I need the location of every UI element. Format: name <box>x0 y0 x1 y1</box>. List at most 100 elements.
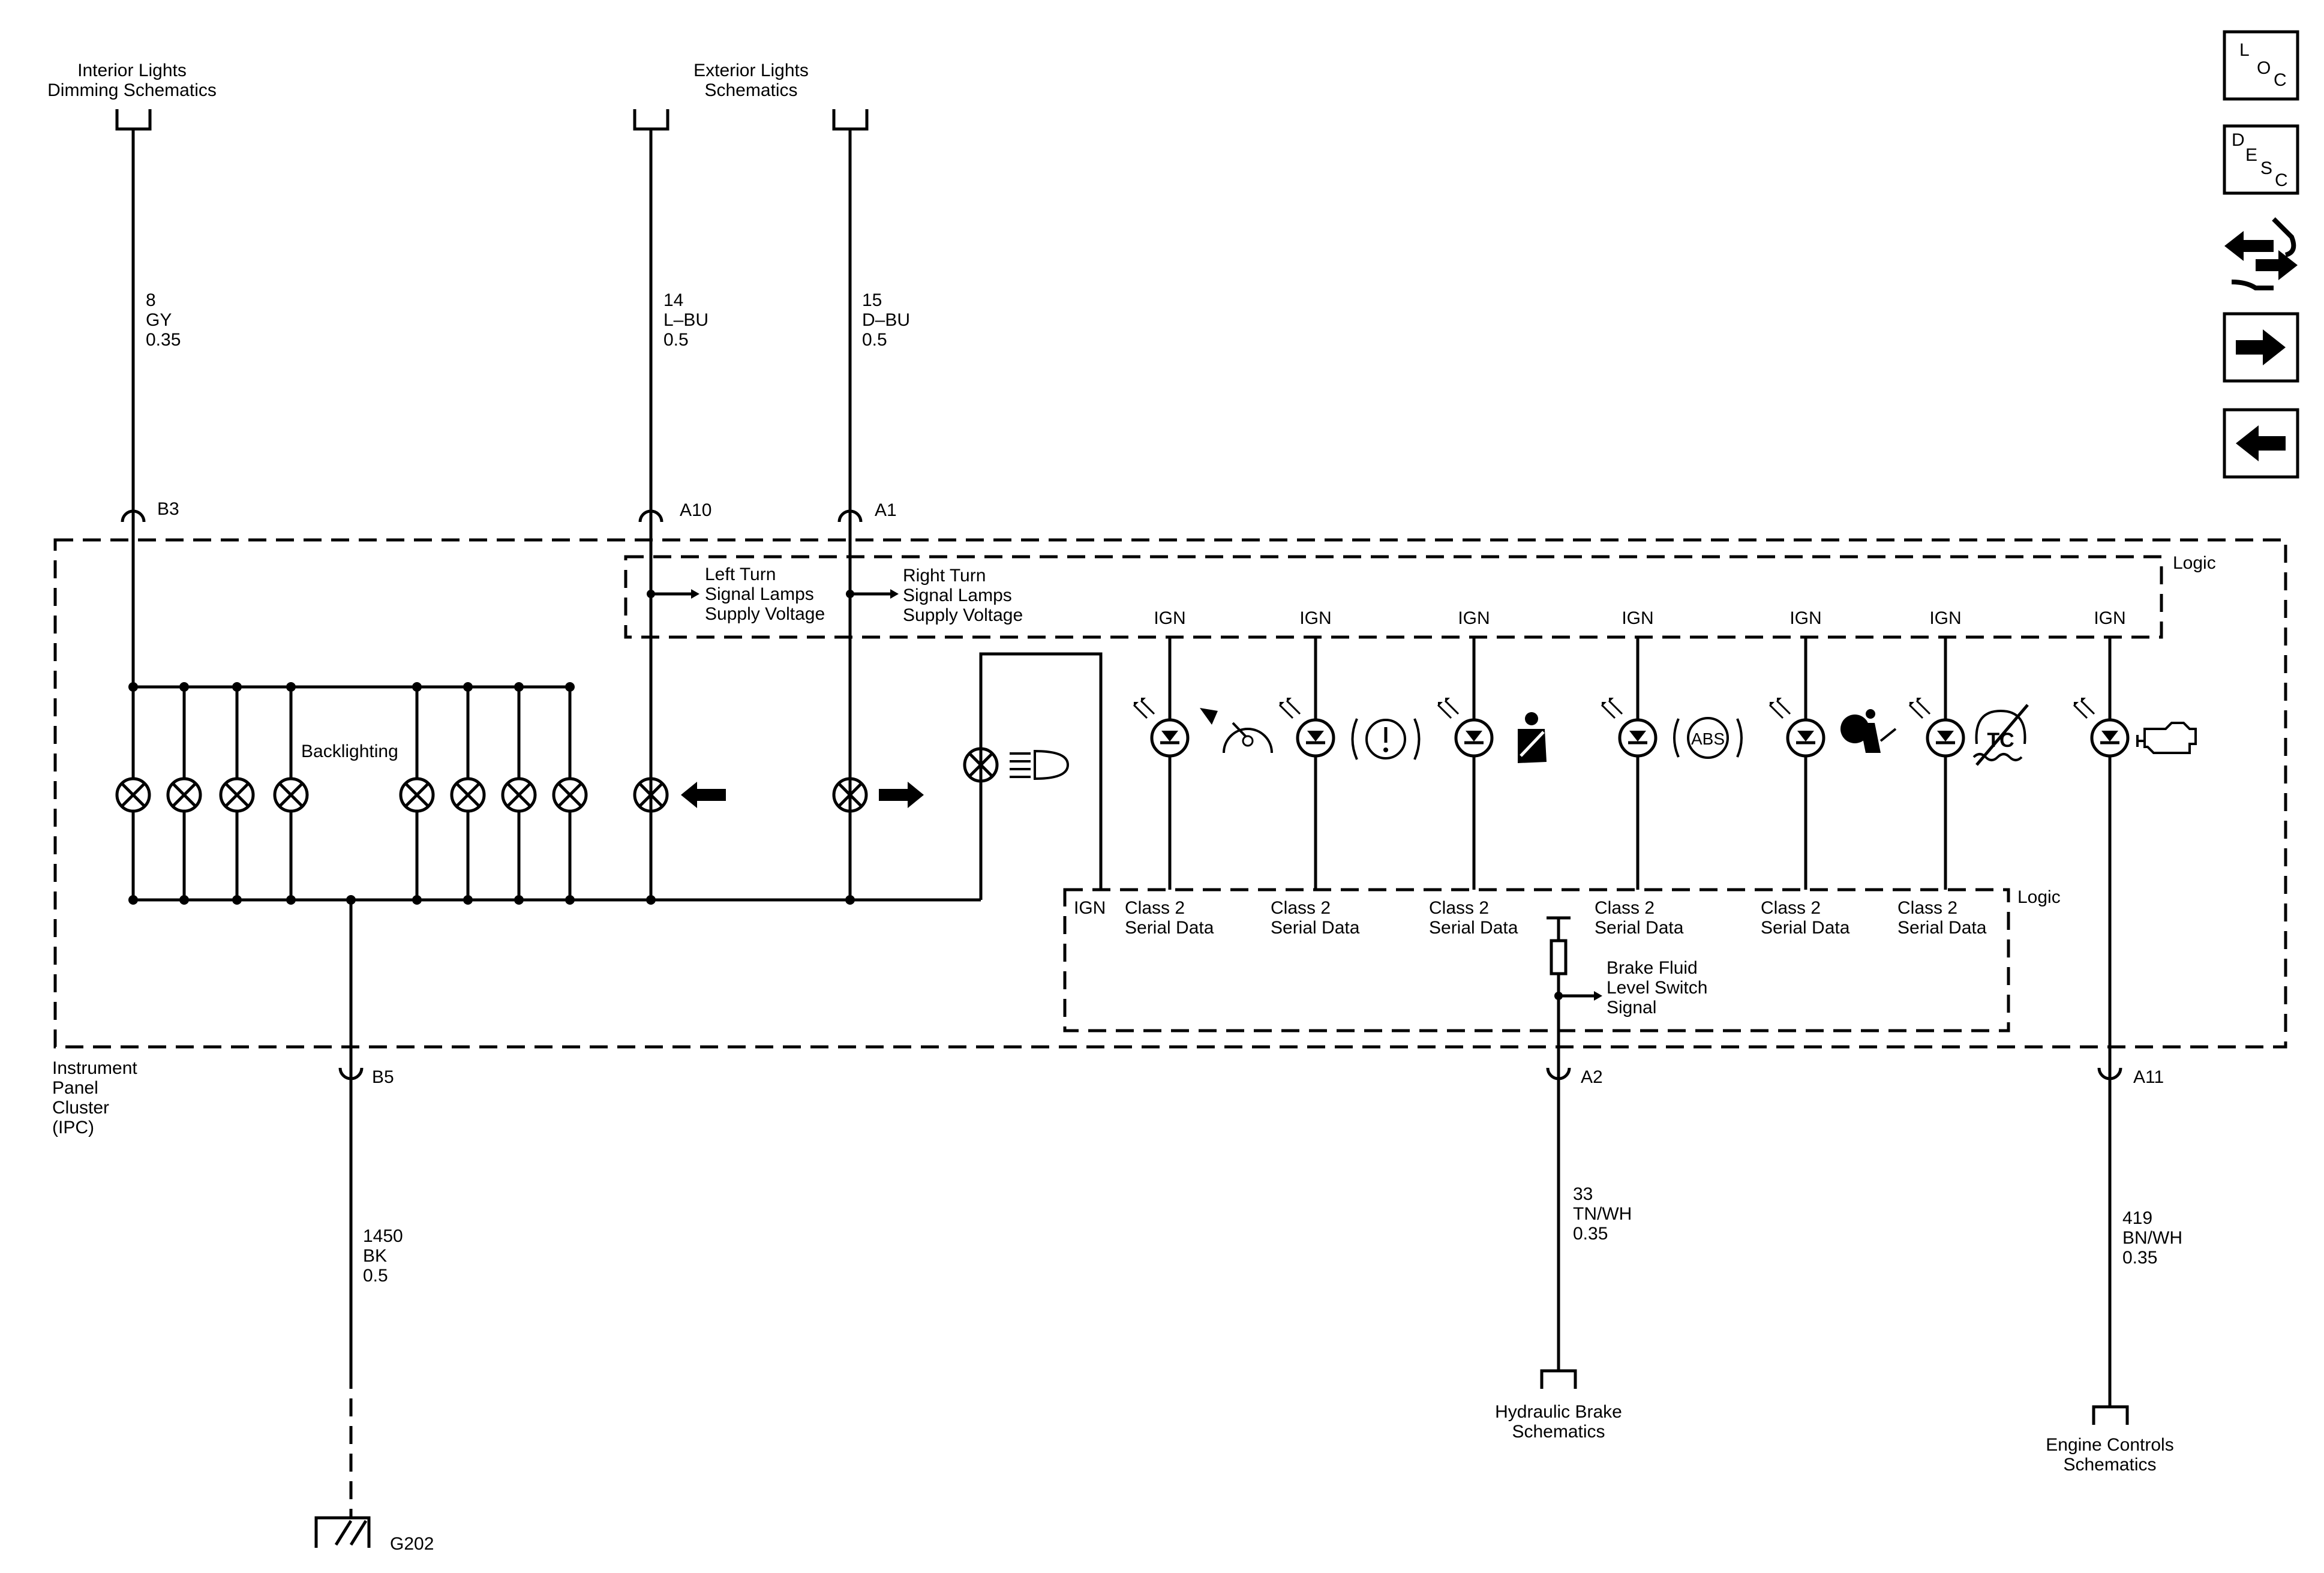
svg-text:Instrument: Instrument <box>52 1058 137 1078</box>
svg-text:0.5: 0.5 <box>862 330 887 350</box>
next-page-button[interactable] <box>2223 312 2299 383</box>
led-cruise-speed: IGN <box>1133 608 1190 890</box>
svg-text:TN/WH: TN/WH <box>1573 1204 1632 1224</box>
speedometer-icon <box>1200 708 1273 754</box>
logic-box-upper <box>624 555 2163 639</box>
svg-text:0.5: 0.5 <box>663 330 689 350</box>
svg-text:D: D <box>2232 130 2245 150</box>
engine-controls-connector[interactable] <box>2092 1405 2129 1425</box>
svg-text:IGN: IGN <box>1299 608 1331 628</box>
connector-a10: A10 <box>680 500 711 520</box>
left-turn-supply-label: Left Turn Signal Lamps Supply Voltage <box>705 565 825 624</box>
left-arrow-icon <box>681 782 726 808</box>
svg-text:0.5: 0.5 <box>363 1266 388 1286</box>
connector-b3-arc <box>121 509 146 523</box>
wire-419-label: 419 BN/WH 0.35 <box>2122 1208 2182 1268</box>
right-arrow-nav-icon <box>2236 329 2286 365</box>
wire-14-label: 14 L–BU 0.5 <box>663 290 708 350</box>
exterior-left-connector[interactable] <box>633 109 669 131</box>
loc-button[interactable]: L O C <box>2223 30 2299 101</box>
svg-text:Serial Data: Serial Data <box>1429 918 1518 938</box>
previous-page-button[interactable] <box>2223 408 2299 479</box>
ground-g202-icon[interactable] <box>314 1516 371 1548</box>
logic-label-upper: Logic <box>2173 553 2216 573</box>
interior-dimming-label-1[interactable]: Interior Lights <box>77 61 187 80</box>
high-beam-icon <box>1010 749 1070 781</box>
svg-text:BN/WH: BN/WH <box>2122 1228 2182 1248</box>
svg-text:S: S <box>2260 158 2272 178</box>
exterior-lights-label-1[interactable]: Exterior Lights <box>693 61 809 80</box>
connector-view-icon[interactable] <box>2224 217 2298 290</box>
high-beam-wire <box>979 652 1103 900</box>
exterior-lights-label-2[interactable]: Schematics <box>704 80 797 100</box>
svg-text:Class 2: Class 2 <box>1897 898 1957 918</box>
svg-text:IGN: IGN <box>1789 608 1821 628</box>
logic-box-lower <box>1063 888 2010 1032</box>
engine-controls-label-2[interactable]: Schematics <box>2063 1455 2156 1475</box>
right-arrow-icon <box>879 782 924 808</box>
backlight-bulbs <box>115 682 588 905</box>
connector-a11: A11 <box>2133 1067 2164 1087</box>
backlight-bulb-4 <box>273 682 309 905</box>
svg-text:Class 2: Class 2 <box>1429 898 1489 918</box>
connector-a2-arc <box>1546 1067 1571 1080</box>
right-turn-supply-label: Right Turn Signal Lamps Supply Voltage <box>903 566 1023 625</box>
seatbelt-icon <box>1518 712 1547 763</box>
svg-text:BK: BK <box>363 1246 387 1266</box>
svg-text:Serial Data: Serial Data <box>1125 918 1214 938</box>
engine-controls-label-1[interactable]: Engine Controls <box>2046 1435 2173 1455</box>
connector-b3: B3 <box>157 499 179 519</box>
connector-a10-arc <box>638 509 663 523</box>
svg-text:419: 419 <box>2122 1208 2152 1228</box>
interior-dimming-connector[interactable] <box>115 109 152 131</box>
svg-text:Panel: Panel <box>52 1078 98 1098</box>
svg-text:Brake Fluid: Brake Fluid <box>1607 958 1698 978</box>
svg-text:Level Switch: Level Switch <box>1607 978 1707 998</box>
svg-text:Class 2: Class 2 <box>1595 898 1655 918</box>
svg-text:IGN: IGN <box>1154 608 1185 628</box>
backlight-bulb-7 <box>501 682 537 905</box>
hydraulic-brake-label-2[interactable]: Schematics <box>1512 1422 1605 1442</box>
hydraulic-brake-label-1[interactable]: Hydraulic Brake <box>1495 1402 1622 1422</box>
led-seatbelt: IGN <box>1437 608 1494 890</box>
svg-text:Class 2: Class 2 <box>1761 898 1821 918</box>
left-arrow-nav-icon <box>2236 425 2286 461</box>
logic-label-lower: Logic <box>2017 887 2061 907</box>
svg-text:Serial Data: Serial Data <box>1271 918 1360 938</box>
hydraulic-brake-connector[interactable] <box>1540 1369 1577 1389</box>
svg-text:Class 2: Class 2 <box>1271 898 1331 918</box>
ipc-module-name: Instrument Panel Cluster (IPC) <box>52 1058 137 1137</box>
svg-text:O: O <box>2257 58 2271 78</box>
svg-text:IGN: IGN <box>1458 608 1490 628</box>
led-airbag: IGN <box>1768 608 1825 890</box>
wire-8-label: 8 GY 0.35 <box>146 290 181 350</box>
svg-text:1450: 1450 <box>363 1226 403 1246</box>
brake-warning-icon <box>1351 718 1421 760</box>
abs-icon: ABS <box>1673 717 1743 759</box>
ground-g202-label: G202 <box>390 1534 434 1554</box>
backlight-bulb-2 <box>166 682 202 905</box>
svg-text:L–BU: L–BU <box>663 310 708 330</box>
svg-text:Supply Voltage: Supply Voltage <box>903 605 1023 625</box>
backlight-bulb-3 <box>219 682 255 905</box>
svg-text:Class 2: Class 2 <box>1125 898 1185 918</box>
ign-lower-label: IGN <box>1074 898 1106 918</box>
interior-dimming-label-2[interactable]: Dimming Schematics <box>47 80 217 100</box>
connector-b5-arc <box>338 1067 364 1080</box>
led-brake-warning: IGN <box>1278 608 1335 890</box>
connector-b5: B5 <box>372 1067 394 1087</box>
svg-text:0.35: 0.35 <box>2122 1248 2157 1268</box>
svg-text:C: C <box>2274 70 2287 90</box>
svg-text:C: C <box>2275 170 2288 190</box>
exterior-right-connector[interactable] <box>832 109 869 131</box>
svg-text:Signal: Signal <box>1607 998 1656 1017</box>
backlight-bulb-5 <box>399 682 435 905</box>
airbag-icon <box>1840 709 1897 753</box>
desc-button[interactable]: D E S C <box>2223 124 2299 195</box>
